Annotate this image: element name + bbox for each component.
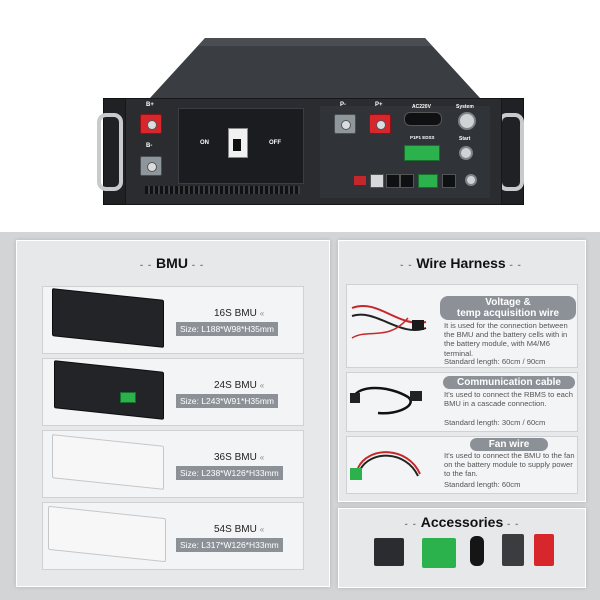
ground-screw (465, 174, 477, 186)
pminus-label: P- (340, 102, 346, 108)
bminus-label: B- (146, 143, 153, 149)
bmu-16s-name: 16S BMU« (214, 308, 265, 319)
accessory-plug-black (470, 536, 484, 566)
green-terminal-block (404, 145, 440, 161)
product-hero: B+ B- ON OFF P- P+ AC220V P1P1 EDSS Syst… (0, 0, 600, 230)
communication-cable-image (350, 386, 422, 415)
dip-switch (354, 176, 366, 185)
breaker-lever (233, 139, 241, 151)
chassis-top-surface (150, 38, 480, 98)
p1p1-label: P1P1 EDSS (410, 135, 435, 140)
communication-cable-length: Standard length: 30cm / 60cm (444, 418, 546, 427)
bmu-24s-size: Size: L243*W91*H35mm (176, 394, 279, 408)
bmu-24s-name: 24S BMU« (214, 380, 265, 391)
green-terminal-small (418, 174, 438, 188)
accessories-title: - - Accessories - - (404, 514, 520, 530)
communication-cable-title: Communication cable (443, 376, 575, 389)
breaker-on-label: ON (200, 140, 209, 146)
bplus-terminal (140, 114, 162, 134)
communication-cable-desc: It's used to connect the RBMS to each BM… (444, 390, 573, 409)
fan-wire-title: Fan wire (470, 438, 548, 451)
accessory-fuse-red (534, 534, 554, 566)
vent-grille (145, 186, 300, 194)
voltage-temp-wire-length: Standard length: 60cm / 90cm (444, 357, 546, 366)
pminus-terminal (334, 114, 356, 134)
pplus-label: P+ (375, 102, 383, 108)
rj45-port-1 (370, 174, 384, 188)
accessory-fuse-gray (502, 534, 524, 566)
voltage-temp-wire-desc: It is used for the connection between th… (444, 321, 568, 358)
left-handle (97, 113, 123, 191)
bmu-16s-size: Size: L188*W98*H35mm (176, 322, 279, 336)
rj45-port-3 (400, 174, 414, 188)
accessory-connector-black (374, 538, 404, 566)
system-knob (458, 112, 476, 130)
start-label: Start (459, 136, 471, 142)
wire-harness-title: - - Wire Harness - - (400, 255, 522, 271)
ac-label: AC220V (412, 104, 431, 110)
system-label: System (456, 104, 474, 110)
bmu-36s-size: Size: L238*W126*H33mm (176, 466, 283, 480)
fan-wire-desc: It's used to connect the BMU to the fan … (444, 451, 575, 479)
bmu-24s-connector (120, 392, 136, 403)
bmu-36s-name: 36S BMU« (214, 452, 265, 463)
pplus-terminal (369, 114, 391, 134)
ac-inlet (404, 112, 442, 126)
breaker-off-label: OFF (269, 140, 281, 146)
bmu-54s-size: Size: L317*W126*H33mm (176, 538, 283, 552)
voltage-temp-wire-title: Voltage & temp acquisition wire (440, 296, 576, 320)
start-button (459, 146, 473, 160)
fan-wire-length: Standard length: 60cm (444, 480, 521, 489)
rj45-port-4 (442, 174, 456, 188)
bplus-label: B+ (146, 102, 154, 108)
bmu-title: - - BMU - - (139, 255, 205, 271)
rj45-port-2 (386, 174, 400, 188)
fan-wire-image (350, 451, 421, 480)
bmu-54s-name: 54S BMU« (214, 524, 265, 535)
accessory-terminal-green (422, 538, 456, 568)
bminus-terminal (140, 156, 162, 176)
voltage-temp-wire-image (351, 305, 427, 339)
